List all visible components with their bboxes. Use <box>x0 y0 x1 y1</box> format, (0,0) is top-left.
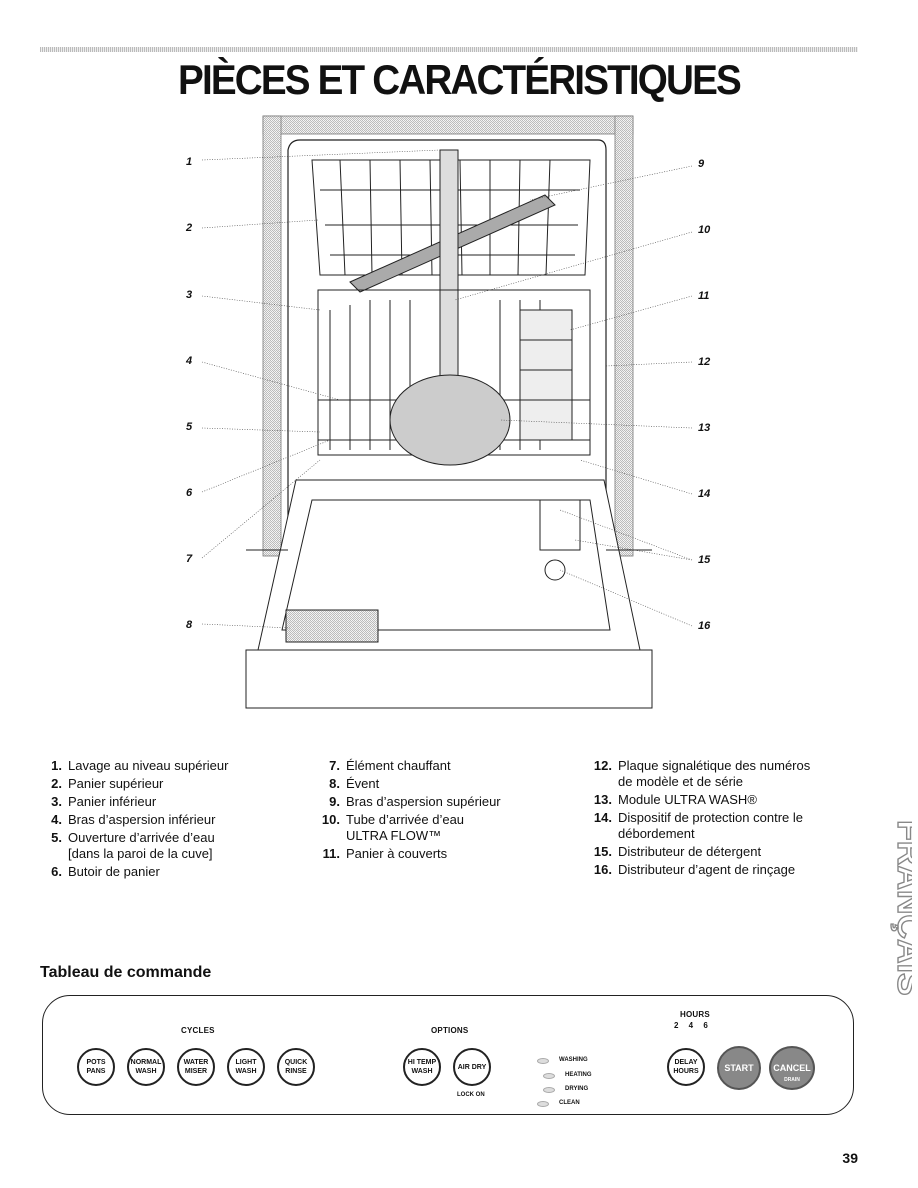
cabinet-right-hatch <box>614 115 634 557</box>
pots-pans-button[interactable]: POTS PANS <box>77 1048 115 1086</box>
part-item: 10.Tube d’arrivée d’eau ULTRA FLOW™ <box>321 812 465 843</box>
control-panel-heading: Tableau de commande <box>40 964 212 981</box>
cabinet-top-hatch <box>262 115 634 135</box>
callout-10: 10 <box>698 224 711 236</box>
part-item: 16.Distributeur d’agent de rinçage <box>593 862 796 877</box>
delay-hours-button[interactable]: DELAY HOURS <box>667 1048 705 1086</box>
parts-list-col-1: 1.Lavage au niveau supérieur 2.Panier su… <box>40 758 298 882</box>
callout-11: 11 <box>698 290 710 302</box>
hours-values: 2 4 6 <box>674 1021 712 1030</box>
callout-12: 12 <box>698 356 711 368</box>
callout-15: 15 <box>698 554 711 566</box>
callout-16: 16 <box>698 620 711 632</box>
dishwasher-illustration <box>201 115 693 709</box>
page-title: PIÈCES ET CARACTÉRISTIQUES <box>178 56 742 103</box>
callout-14: 14 <box>698 488 711 500</box>
callout-2: 2 <box>186 222 193 234</box>
page-number: 39 <box>842 1150 858 1166</box>
callout-5: 5 <box>186 421 193 433</box>
callout-4: 4 <box>186 355 193 367</box>
quick-rinse-button[interactable]: QUICK RINSE <box>277 1048 315 1086</box>
part-item: 7.Élément chauffant <box>329 758 451 773</box>
part-item: 13.Module ULTRA WASH® <box>593 792 757 807</box>
part-item: 12.Plaque signalétique des numéros de mo… <box>593 758 811 789</box>
side-label-text: FRANÇAIS <box>890 820 912 996</box>
part-item: 1.Lavage au niveau supérieur <box>51 758 229 773</box>
light-wash-button[interactable]: LIGHT WASH <box>227 1048 265 1086</box>
drain-label: DRAIN <box>784 1077 800 1083</box>
cabinet-left-hatch <box>262 115 282 557</box>
part-item: 3.Panier inférieur <box>51 794 157 809</box>
cycles-label: CYCLES <box>181 1026 215 1035</box>
callout-7: 7 <box>186 553 193 565</box>
heating-led <box>543 1073 555 1079</box>
part-item: 14.Dispositif de protection contre le dé… <box>593 810 803 841</box>
heating-indicator: HEATING <box>565 1072 592 1078</box>
cancel-drain-button[interactable]: CANCEL DRAIN <box>769 1046 815 1090</box>
top-rule <box>40 47 858 52</box>
callout-3: 3 <box>186 289 193 301</box>
control-panel: CYCLES OPTIONS HOURS 2 4 6 POTS PANS NOR… <box>42 995 854 1115</box>
water-miser-button[interactable]: WATER MISER <box>177 1048 215 1086</box>
part-item: 15.Distributeur de détergent <box>593 844 762 859</box>
start-button[interactable]: START <box>717 1046 761 1090</box>
cancel-label: CANCEL <box>773 1062 811 1073</box>
part-item: 2.Panier supérieur <box>51 776 164 791</box>
lock-on-label: LOCK ON <box>457 1092 485 1098</box>
parts-list-col-3: 12.Plaque signalétique des numéros de mo… <box>590 758 848 880</box>
part-item: 4.Bras d’aspersion inférieur <box>51 812 216 827</box>
drying-indicator: DRYING <box>565 1086 589 1092</box>
callout-9: 9 <box>698 158 705 170</box>
parts-list-col-2: 7.Élément chauffant 8.Évent 9.Bras d’asp… <box>318 758 576 864</box>
callout-8: 8 <box>186 619 193 631</box>
washing-indicator: WASHING <box>559 1057 588 1063</box>
callout-13: 13 <box>698 422 711 434</box>
language-side-tab: FRANÇAIS <box>889 820 912 996</box>
part-item: 5.Ouverture d’arrivée d’eau [dans la par… <box>51 830 215 861</box>
options-label: OPTIONS <box>431 1026 469 1035</box>
hours-label: HOURS <box>680 1010 710 1019</box>
part-item: 6.Butoir de panier <box>51 864 160 879</box>
callout-6: 6 <box>186 487 193 499</box>
clean-led <box>537 1101 549 1107</box>
drying-led <box>543 1087 555 1093</box>
callout-1: 1 <box>186 156 193 168</box>
part-item: 9.Bras d’aspersion supérieur <box>329 794 501 809</box>
air-dry-button[interactable]: AIR DRY <box>453 1048 491 1086</box>
part-item: 8.Évent <box>329 776 380 791</box>
part-item: 11.Panier à couverts <box>322 846 448 861</box>
clean-indicator: CLEAN <box>559 1100 580 1106</box>
washing-led <box>537 1058 549 1064</box>
normal-wash-button[interactable]: NORMAL WASH <box>127 1048 165 1086</box>
hi-temp-wash-button[interactable]: HI TEMP WASH <box>403 1048 441 1086</box>
